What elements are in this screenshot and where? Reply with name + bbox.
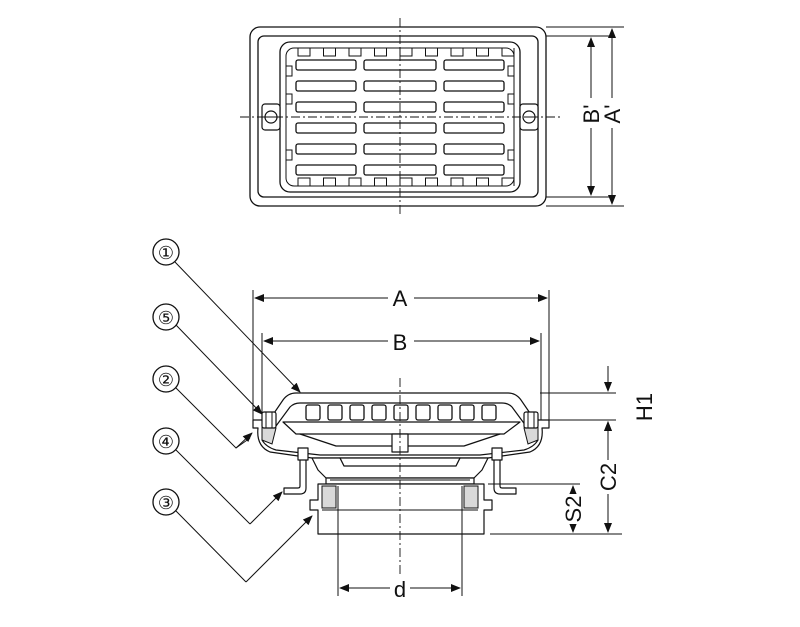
grate-notch: [297, 48, 311, 57]
top-view-outer-frame: [249, 26, 547, 207]
grate-notch: [425, 48, 438, 57]
grate-notch: [348, 177, 362, 186]
grate-notch: [323, 48, 336, 57]
grate-notch: [507, 93, 514, 105]
svg-text:④: ④: [158, 432, 174, 452]
dim-label-b: B: [393, 330, 408, 355]
grate-notch: [399, 48, 413, 57]
grate-section-slot: [481, 404, 497, 421]
grate-slot: [295, 122, 357, 134]
svg-text:③: ③: [158, 493, 174, 513]
top-view: B' A': [240, 18, 625, 214]
grate-notch: [507, 65, 514, 77]
section-view: A B: [252, 286, 657, 602]
grate-notch: [348, 48, 362, 57]
grate-notch: [450, 48, 464, 57]
grate-notch: [476, 177, 489, 186]
lock-bolt-left: [261, 411, 277, 429]
grate-notch: [286, 93, 293, 105]
grate-notch: [507, 149, 514, 161]
grate-notch: [450, 177, 464, 186]
grate-notch: [399, 177, 413, 186]
callout-1: ①: [152, 238, 301, 393]
grate-slot: [295, 101, 357, 113]
svg-text:②: ②: [158, 370, 174, 390]
grate-notch: [286, 65, 293, 77]
grate-slot: [443, 122, 505, 134]
grate-notches-bottom: [297, 177, 515, 186]
grate-notch: [425, 177, 438, 186]
callout-4: ④: [152, 427, 283, 525]
grate-slot: [295, 59, 357, 71]
grate-slots: [305, 404, 497, 421]
grate-section-slot: [393, 404, 409, 421]
dim-label-a: A: [393, 286, 408, 311]
dim-label-a-prime: A': [600, 105, 625, 124]
svg-text:⑤: ⑤: [158, 308, 174, 328]
grate-slot: [443, 101, 505, 113]
grate-section-slot: [459, 404, 475, 421]
grate-slot: [443, 59, 505, 71]
grate-section-slot: [327, 404, 343, 421]
callout-5: ⑤: [152, 303, 263, 415]
grate-notch: [501, 177, 515, 186]
grate-notch: [286, 149, 293, 161]
dim-label-s2: S2: [561, 496, 586, 523]
dim-label-b-prime: B': [579, 105, 604, 124]
lock-bolt-right: [523, 411, 539, 429]
svg-text:①: ①: [158, 243, 174, 263]
grate: [267, 392, 537, 453]
grate-notches-top: [286, 48, 515, 161]
grate-notch: [476, 48, 489, 57]
grate-section-slot: [415, 404, 431, 421]
grate-notch: [374, 48, 387, 57]
grate-slot: [443, 164, 505, 176]
grate-notch: [323, 177, 336, 186]
callouts: ① ⑤ ② ④ ③: [152, 238, 313, 583]
grate-notch: [297, 177, 311, 186]
callout-3: ③: [152, 488, 313, 583]
anchor-leg-left: [283, 447, 309, 495]
grate-notch: [501, 48, 515, 57]
grate-section-slot: [305, 404, 321, 421]
grate-section-slot: [349, 404, 365, 421]
outlet-socket: [309, 483, 493, 535]
dim-label-c2: C2: [596, 463, 621, 491]
dim-label-d: d: [394, 577, 406, 602]
grate-slot: [443, 80, 505, 92]
callout-2: ②: [152, 365, 253, 449]
grate-section-slot: [437, 404, 453, 421]
grate-slot: [295, 143, 357, 155]
grate-notch: [374, 177, 387, 186]
grate-section-slot: [371, 404, 387, 421]
dim-label-h1: H1: [632, 393, 657, 421]
grate-slot: [295, 164, 357, 176]
grate-slot: [443, 143, 505, 155]
grate-slot: [295, 80, 357, 92]
